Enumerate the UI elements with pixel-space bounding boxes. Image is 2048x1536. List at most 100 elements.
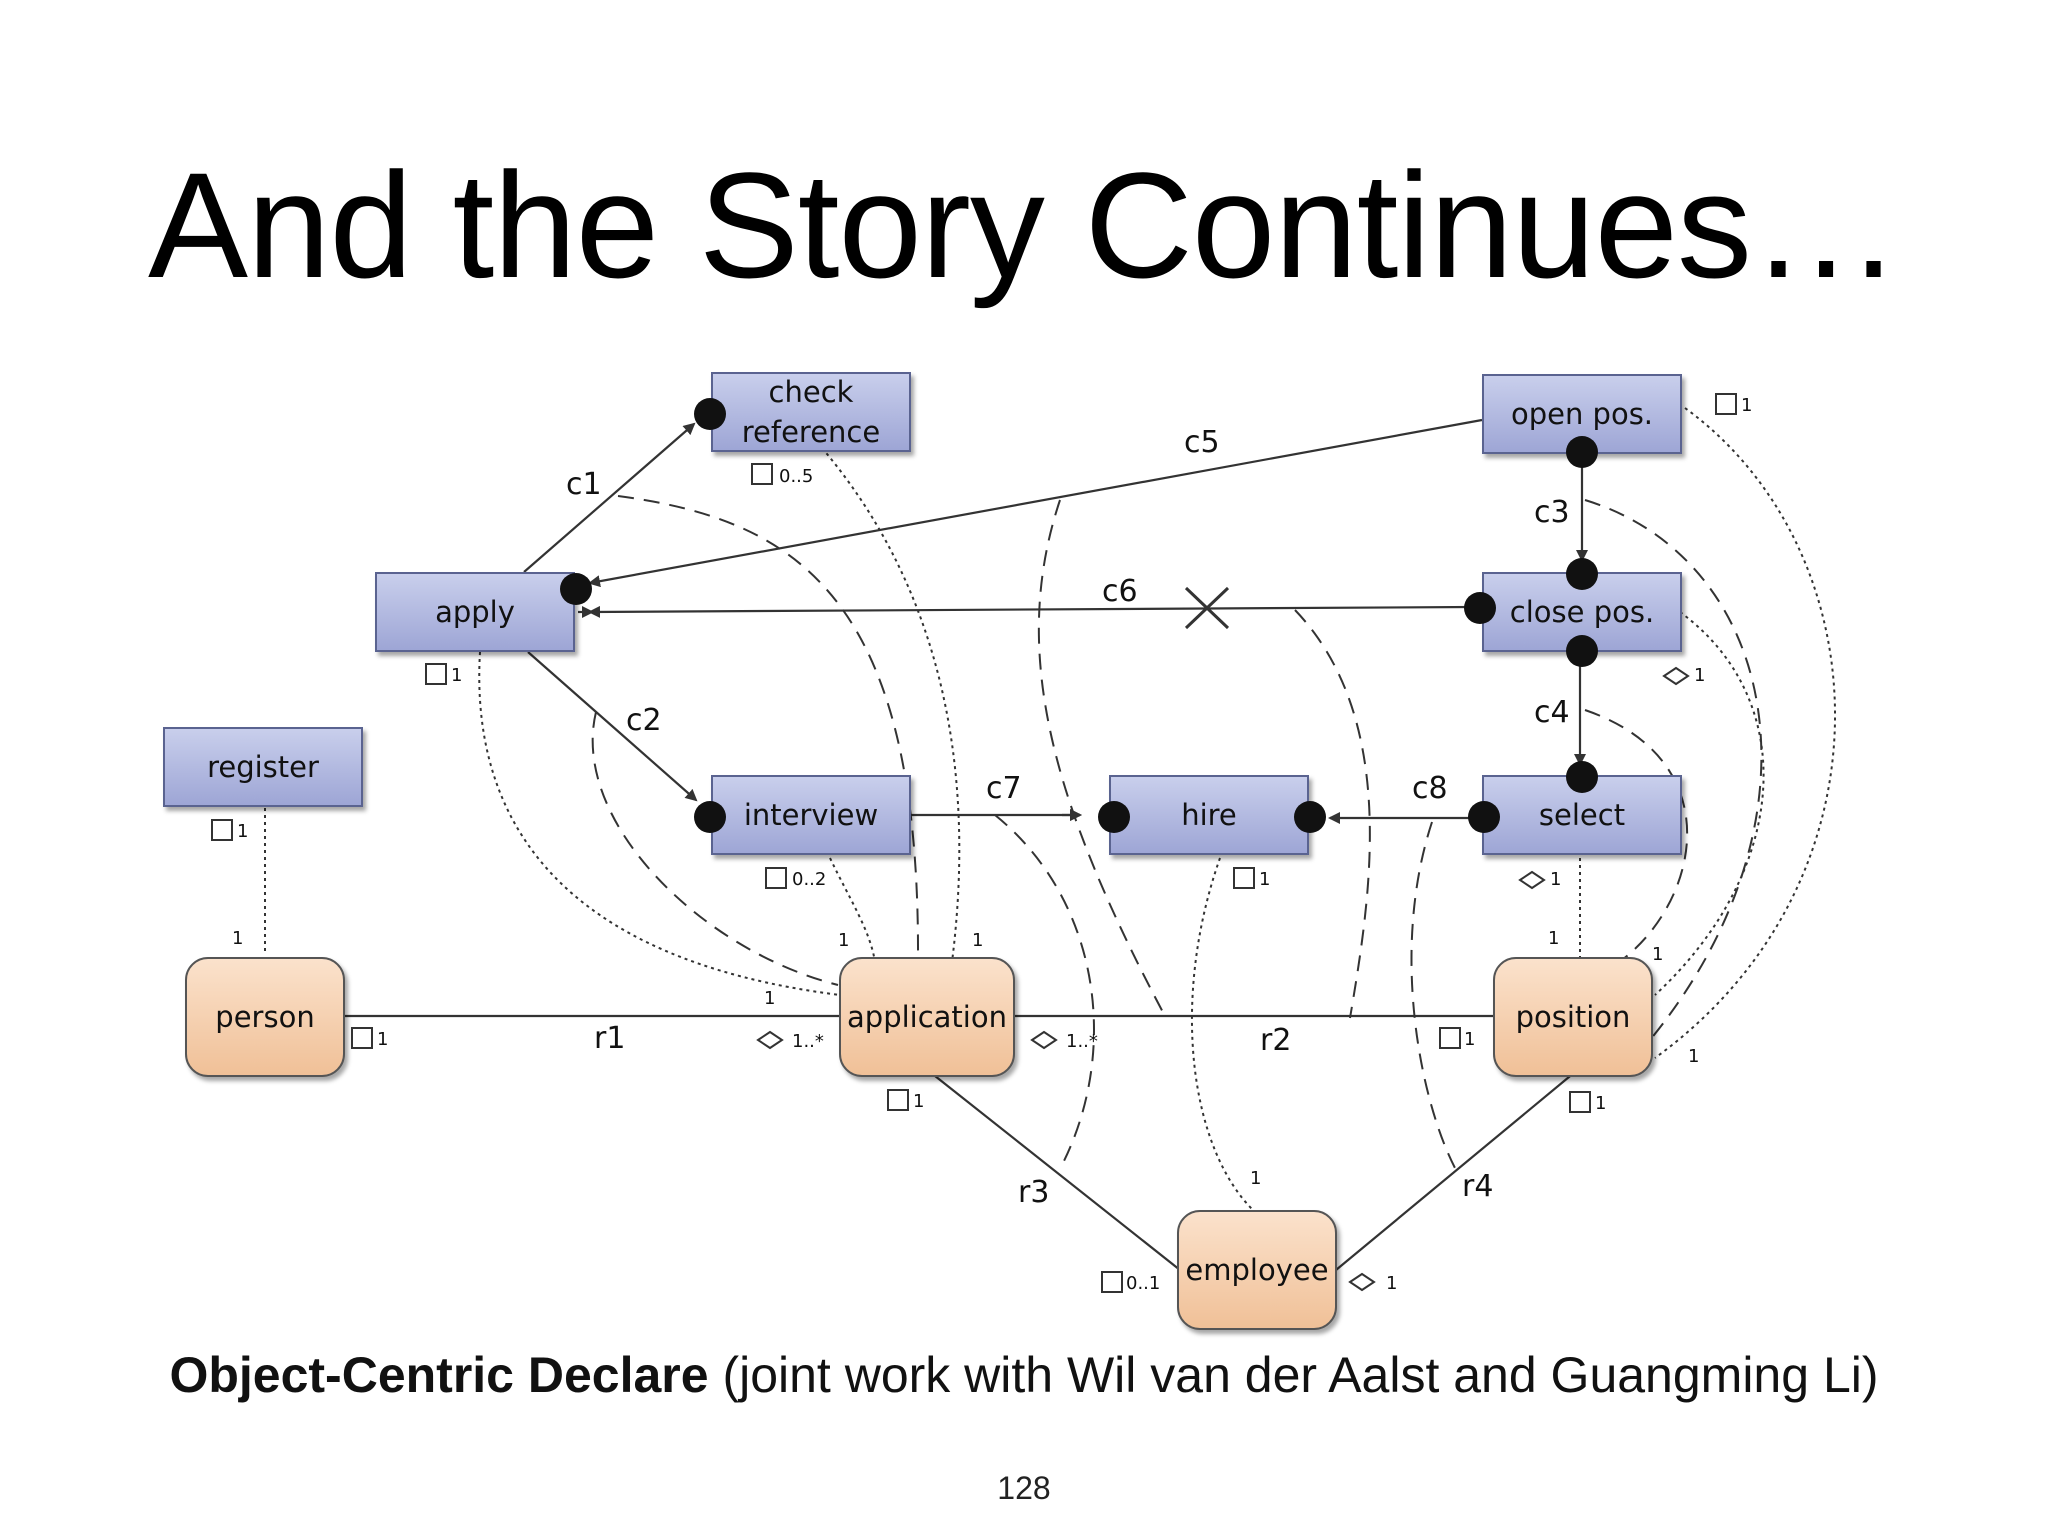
- cardinality-labels: 0..5 1 1 1 1 0..2 1 1 1 1 1 1 1 1 1 1 1 …: [232, 395, 1752, 1294]
- label-c5: c5: [1184, 425, 1220, 460]
- svg-text:1: 1: [913, 1091, 924, 1112]
- dash-c6: [1294, 609, 1371, 1019]
- diamond-icon: [1662, 666, 1690, 686]
- cardinality-squares: [211, 393, 1737, 1293]
- svg-text:person: person: [215, 1000, 314, 1034]
- svg-text:1: 1: [1250, 1168, 1261, 1189]
- label-r4: r4: [1462, 1169, 1493, 1204]
- svg-text:close pos.: close pos.: [1510, 595, 1654, 629]
- dash-c8: [1410, 821, 1456, 1169]
- svg-text:1: 1: [1741, 395, 1752, 416]
- object-employee: employee: [1177, 1210, 1337, 1330]
- svg-text:hire: hire: [1181, 798, 1237, 832]
- activity-hire: hire: [1109, 775, 1309, 855]
- square-icon: [765, 867, 787, 889]
- svg-text:0..1: 0..1: [1126, 1273, 1160, 1294]
- constraint-c1-line: [523, 422, 696, 573]
- activity-apply: apply: [375, 572, 575, 652]
- page-number: 128: [997, 1470, 1051, 1506]
- diamond-icon: [1348, 1272, 1376, 1292]
- svg-text:1..*: 1..*: [1066, 1031, 1098, 1052]
- constraint-c2-line: [527, 651, 698, 802]
- svg-text:1..*: 1..*: [792, 1031, 824, 1052]
- dash-c2: [591, 711, 839, 986]
- dash-c4: [1584, 709, 1689, 961]
- label-c3: c3: [1534, 495, 1570, 530]
- object-person: person: [185, 957, 345, 1077]
- activity-interview: interview: [711, 775, 911, 855]
- square-icon: [425, 663, 447, 685]
- relation-r4-line: [1335, 1071, 1576, 1271]
- activity-check-reference-line2: reference: [742, 415, 880, 449]
- square-icon: [1569, 1091, 1591, 1113]
- svg-text:0..2: 0..2: [792, 869, 826, 890]
- label-c1: c1: [566, 467, 602, 502]
- diamond-icon: [1518, 870, 1546, 890]
- square-icon: [751, 463, 773, 485]
- svg-text:0..5: 0..5: [779, 466, 813, 487]
- slide-title: And the Story Continues…: [148, 141, 1901, 309]
- label-c4: c4: [1534, 695, 1570, 730]
- object-position: position: [1493, 957, 1653, 1077]
- square-icon: [1439, 1027, 1461, 1049]
- link-hire-employee: [1191, 857, 1256, 1213]
- link-apply-application: [478, 651, 841, 996]
- svg-text:1: 1: [764, 988, 775, 1009]
- svg-text:1: 1: [1688, 1046, 1699, 1067]
- svg-text:employee: employee: [1185, 1253, 1328, 1287]
- svg-text:1: 1: [1548, 928, 1559, 949]
- svg-text:register: register: [207, 750, 319, 784]
- label-c8: c8: [1412, 771, 1448, 806]
- square-icon: [351, 1027, 373, 1049]
- svg-text:1: 1: [451, 665, 462, 686]
- svg-text:application: application: [847, 1000, 1007, 1034]
- square-icon: [1101, 1271, 1123, 1293]
- square-icon: [887, 1089, 909, 1111]
- relation-lines: [342, 1014, 1576, 1271]
- svg-text:apply: apply: [435, 595, 515, 629]
- label-c6: c6: [1102, 574, 1138, 609]
- svg-text:1: 1: [1652, 944, 1663, 965]
- link-openpos-position: [1654, 407, 1836, 1059]
- square-icon: [1715, 393, 1737, 415]
- label-r3: r3: [1018, 1175, 1049, 1210]
- relation-labels: r1 r2 r3 r4: [594, 1021, 1493, 1210]
- label-r2: r2: [1260, 1023, 1291, 1058]
- svg-text:1: 1: [1386, 1273, 1397, 1294]
- svg-text:1: 1: [237, 821, 248, 842]
- dash-c1: [617, 495, 920, 961]
- link-checkref-application: [821, 447, 961, 963]
- cardinality-diamonds: [756, 666, 1690, 1292]
- svg-text:position: position: [1516, 1000, 1631, 1034]
- square-icon: [1233, 867, 1255, 889]
- label-c2: c2: [626, 703, 662, 738]
- diamond-icon: [1030, 1030, 1058, 1050]
- caption: Object-Centric Declare (joint work with …: [0, 1346, 2048, 1404]
- activity-check-reference-line1: check: [769, 375, 854, 409]
- svg-text:1: 1: [1694, 665, 1705, 686]
- constraint-dots: [560, 398, 1598, 833]
- dotted-links: [264, 407, 1836, 1213]
- dash-c3: [1584, 499, 1763, 1041]
- constraint-c5-line: [588, 418, 1483, 588]
- dash-c5: [1037, 499, 1167, 1019]
- constraint-lines: [523, 418, 1588, 824]
- negation-cross-icon: [1184, 586, 1230, 630]
- dash-c7: [994, 814, 1095, 1166]
- svg-text:1: 1: [1595, 1093, 1606, 1114]
- svg-text:1: 1: [232, 928, 243, 949]
- svg-text:1: 1: [1464, 1029, 1475, 1050]
- constraint-labels: c1 c2 c3 c4 c5 c6 c7 c8: [566, 425, 1570, 806]
- link-closepos-position: [1654, 611, 1765, 996]
- label-c7: c7: [986, 771, 1022, 806]
- constraint-c6-line: [588, 605, 1473, 618]
- diamond-icon: [756, 1030, 784, 1050]
- svg-text:1: 1: [1259, 869, 1270, 890]
- svg-text:1: 1: [838, 930, 849, 951]
- label-r1: r1: [594, 1021, 625, 1056]
- svg-text:1: 1: [972, 930, 983, 951]
- activity-register: register: [163, 727, 363, 807]
- svg-text:1: 1: [377, 1029, 388, 1050]
- square-icon: [211, 819, 233, 841]
